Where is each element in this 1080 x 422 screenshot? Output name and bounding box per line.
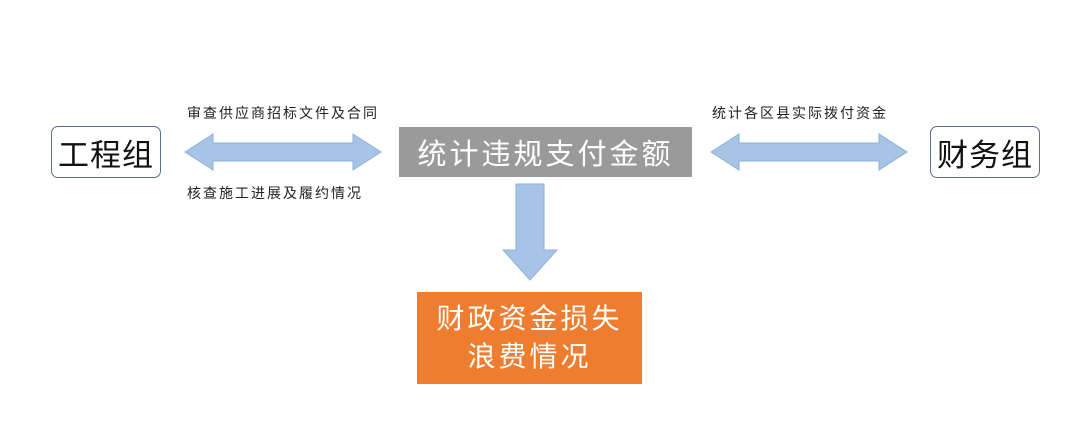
node-finance-label: 财务组 (937, 137, 1033, 174)
node-engineering-label: 工程组 (58, 137, 154, 174)
node-finance-group: 财务组 (930, 126, 1040, 178)
double-arrow-right (710, 133, 908, 171)
node-fiscal-loss-line2: 浪费情况 (467, 340, 592, 373)
down-arrow (501, 183, 559, 281)
node-fiscal-loss-line1: 财政资金损失 (436, 302, 623, 335)
down-arrow-shape (501, 183, 559, 281)
edge-label-review-contracts: 审查供应商招标文件及合同 (187, 106, 379, 122)
edge-label-count-funds: 统计各区县实际拨付资金 (712, 106, 888, 122)
node-engineering-group: 工程组 (51, 126, 161, 178)
node-violation-payment: 统计违规支付金额 (399, 127, 692, 177)
node-fiscal-loss: 财政资金损失 浪费情况 (417, 292, 642, 384)
double-arrow-right-shape (710, 133, 908, 171)
double-arrow-left (184, 133, 382, 171)
edge-label-verify-progress: 核查施工进展及履约情况 (187, 186, 363, 202)
node-violation-payment-label: 统计违规支付金额 (417, 137, 674, 171)
double-arrow-left-shape (184, 133, 382, 171)
